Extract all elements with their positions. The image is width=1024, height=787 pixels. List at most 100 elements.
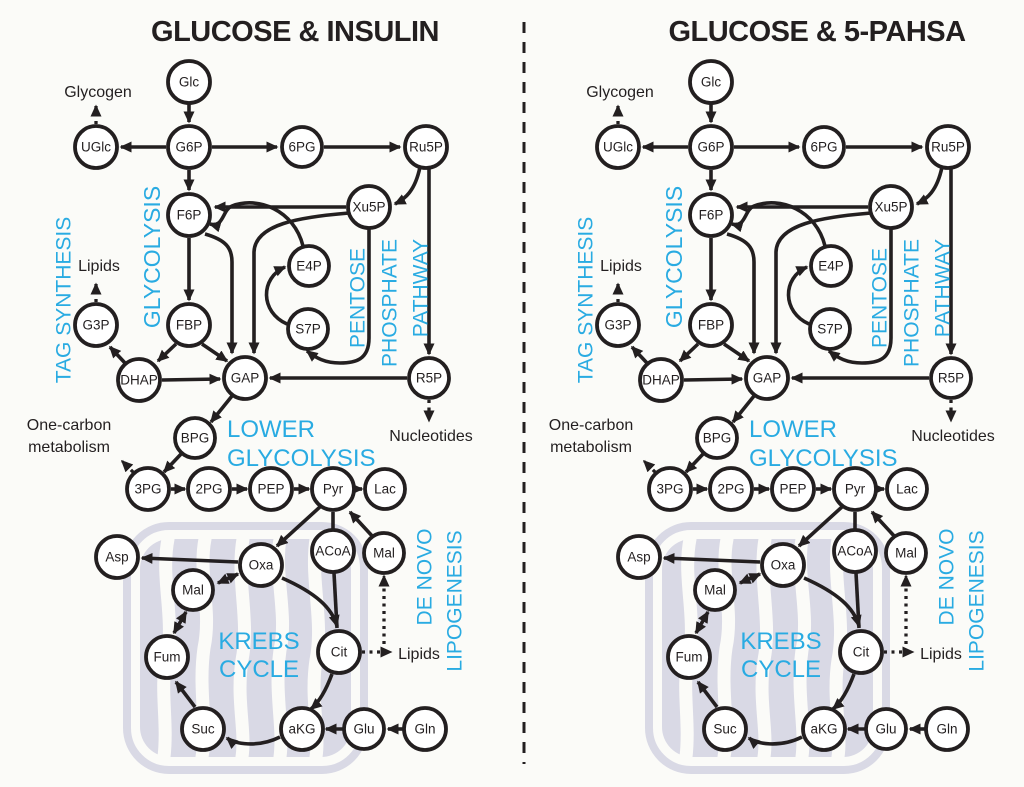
dnl-label-1: DE NOVO xyxy=(413,529,436,626)
ppp-label-2: PHOSPHATE xyxy=(378,239,401,367)
node-Lac: Lac xyxy=(363,467,407,511)
node-Glc: Glc xyxy=(688,59,734,105)
edge-FBP-to-GAP xyxy=(722,342,751,363)
edge-Oxa-Mal-shuttle xyxy=(738,572,762,585)
lipids-tag-label: Lipids xyxy=(78,258,120,275)
node-Suc: Suc xyxy=(702,706,748,752)
node-3PG: 3PG xyxy=(125,466,171,512)
lipids-dnl-label: Lipids xyxy=(920,646,962,663)
ppp-label-3: PATHWAY xyxy=(409,239,432,337)
node-label-Oxa: Oxa xyxy=(249,558,274,573)
node-label-BPG: BPG xyxy=(703,431,732,446)
node-MalTCA: Mal xyxy=(693,568,737,612)
edge-GAP-to-BPG xyxy=(731,394,756,424)
edge-3PG-to-one-carbon xyxy=(120,459,135,474)
glycolysis-label: GLYCOLYSIS xyxy=(661,186,687,328)
node-label-Xu5P: Xu5P xyxy=(352,200,385,215)
node-ACoA: ACoA xyxy=(310,528,356,574)
node-label-Gln: Gln xyxy=(414,722,435,737)
node-DHAP: DHAP xyxy=(638,357,684,403)
node-DHAP: DHAP xyxy=(116,357,162,403)
node-BPG: BPG xyxy=(173,416,217,460)
node-Xu5P: Xu5P xyxy=(346,184,392,230)
lipids-tag-label: Lipids xyxy=(600,258,642,275)
node-F6P: F6P xyxy=(166,192,212,238)
node-label-Glc: Glc xyxy=(179,75,200,90)
node-label-F6P: F6P xyxy=(699,208,724,223)
node-label-FBP: FBP xyxy=(176,318,202,333)
node-FBP: FBP xyxy=(688,302,734,348)
node-label-MalTCA: Mal xyxy=(704,583,726,598)
edge-FBP-to-GAP xyxy=(200,342,229,363)
node-label-Asp: Asp xyxy=(627,550,650,565)
edge-Oxa-to-Asp xyxy=(662,552,761,564)
node-G6P: G6P xyxy=(166,124,212,170)
node-S7P: S7P xyxy=(808,307,852,351)
node-label-2PG: 2PG xyxy=(717,482,744,497)
edge-Pyr-to-Oxa xyxy=(797,504,845,548)
lower-glycolysis-label-1: LOWER xyxy=(749,416,837,443)
edge-DHAP-to-G3P xyxy=(630,345,649,365)
edge-Xu5P-to-S7P xyxy=(827,229,893,365)
node-label-Suc: Suc xyxy=(713,722,737,737)
node-Lac: Lac xyxy=(885,467,929,511)
node-label-3PG: 3PG xyxy=(656,482,683,497)
lipids-dnl-label: Lipids xyxy=(398,646,440,663)
ppp-label-3: PATHWAY xyxy=(931,239,954,337)
node-label-G6P: G6P xyxy=(175,140,202,155)
node-UGlc: UGlc xyxy=(595,124,641,170)
edge-GAP-to-BPG xyxy=(209,394,234,424)
node-Cit: Cit xyxy=(316,629,362,675)
node-Gln: Gln xyxy=(402,706,448,752)
node-label-Pyr: Pyr xyxy=(323,482,344,497)
node-Glu: Glu xyxy=(864,707,908,751)
node-G3P: G3P xyxy=(73,302,119,348)
ppp-label-1: PENTOSE xyxy=(868,248,891,348)
node-label-Ru5P: Ru5P xyxy=(931,140,965,155)
node-label-G6P: G6P xyxy=(697,140,724,155)
one-carbon-label-2: metabolism xyxy=(550,439,632,456)
edge-3PG-to-one-carbon xyxy=(642,459,657,474)
node-label-GAP: GAP xyxy=(231,371,260,386)
node-label-G3P: G3P xyxy=(604,318,631,333)
node-ACoA: ACoA xyxy=(832,528,878,574)
node-label-2PG: 2PG xyxy=(195,482,222,497)
node-G6P: G6P xyxy=(688,124,734,170)
edge-Xu5P-to-GAP xyxy=(770,211,872,355)
edge-Mal-to-Pyr xyxy=(870,510,898,540)
edge-aKG-to-Suc xyxy=(747,735,803,750)
edge-FBP-to-DHAP xyxy=(678,342,700,363)
edge-F6P-to-GAP xyxy=(726,232,760,355)
one-carbon-label-1: One-carbon xyxy=(27,417,112,434)
node-Glc: Glc xyxy=(166,59,212,105)
node-Oxa: Oxa xyxy=(760,542,806,588)
one-carbon-label-2: metabolism xyxy=(28,439,110,456)
dnl-label-1: DE NOVO xyxy=(935,529,958,626)
node-Ru5P: Ru5P xyxy=(403,124,449,170)
node-label-ACoA: ACoA xyxy=(315,544,350,559)
nucleotides-label: Nucleotides xyxy=(911,428,995,445)
edge-BPG-to-3PG xyxy=(162,451,184,474)
node-G3P: G3P xyxy=(595,302,641,348)
edge-Oxa-to-Cit xyxy=(281,576,340,628)
edge-Suc-to-Fum xyxy=(696,680,719,709)
node-Ru5P: Ru5P xyxy=(925,124,971,170)
node-label-aKG: aKG xyxy=(810,722,837,737)
node-label-Cit: Cit xyxy=(853,645,870,660)
node-6PG: 6PG xyxy=(802,125,846,169)
node-label-Oxa: Oxa xyxy=(771,558,796,573)
node-Oxa: Oxa xyxy=(238,542,284,588)
node-E4P: E4P xyxy=(287,244,331,288)
node-E4P: E4P xyxy=(809,244,853,288)
node-GAP: GAP xyxy=(744,355,790,401)
node-label-R5P: R5P xyxy=(938,371,964,386)
node-Suc: Suc xyxy=(180,706,226,752)
edge-Mal-Fum-shuttle xyxy=(172,610,188,635)
panel-title-glucose-insulin: GLUCOSE & INSULIN xyxy=(151,16,439,48)
node-label-Pyr: Pyr xyxy=(845,482,866,497)
node-label-aKG: aKG xyxy=(288,722,315,737)
glycogen-label: Glycogen xyxy=(586,84,654,101)
node-label-DHAP: DHAP xyxy=(642,373,680,388)
